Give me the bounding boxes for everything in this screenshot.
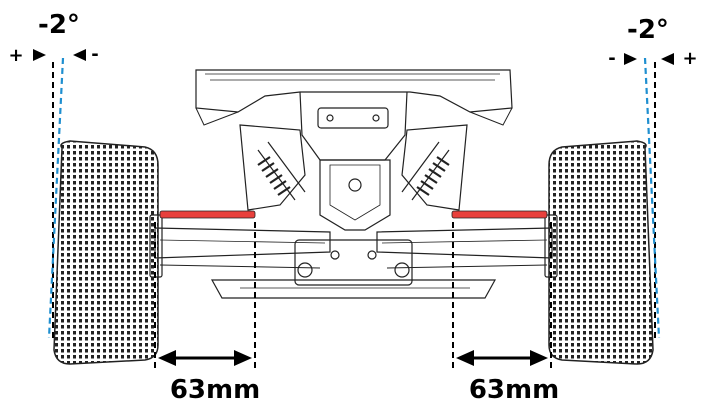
right-camber-line [643, 57, 661, 339]
gearbox [319, 159, 391, 231]
left-measurement-label: 63mm [170, 375, 260, 405]
left-plus-sign: + [8, 45, 23, 66]
shock-left [257, 141, 306, 201]
left-measurement [154, 222, 256, 370]
left-tire [53, 140, 159, 365]
right-plus-sign: + [682, 48, 697, 69]
upper-link-left [159, 210, 256, 219]
shock-right [401, 141, 450, 201]
right-measurement-label: 63mm [469, 375, 559, 405]
left-camber-angle: -2° [38, 10, 80, 40]
right-tire [548, 140, 654, 365]
right-camber-angle: -2° [627, 15, 669, 45]
wing-mount [299, 91, 408, 161]
left-camber-arrows [33, 49, 86, 61]
right-minus-sign: - [608, 48, 615, 69]
chassis-plate [210, 279, 497, 299]
rear-wing [195, 69, 513, 113]
left-camber-line [47, 57, 65, 339]
shock-tower-right [401, 124, 468, 211]
upper-link-right [451, 210, 548, 219]
buggy-chassis [149, 69, 558, 299]
right-measurement [452, 222, 552, 370]
right-camber-arrows [624, 53, 674, 65]
shock-tower-left [239, 124, 306, 211]
bulkhead [294, 239, 413, 286]
left-minus-sign: - [91, 44, 98, 65]
